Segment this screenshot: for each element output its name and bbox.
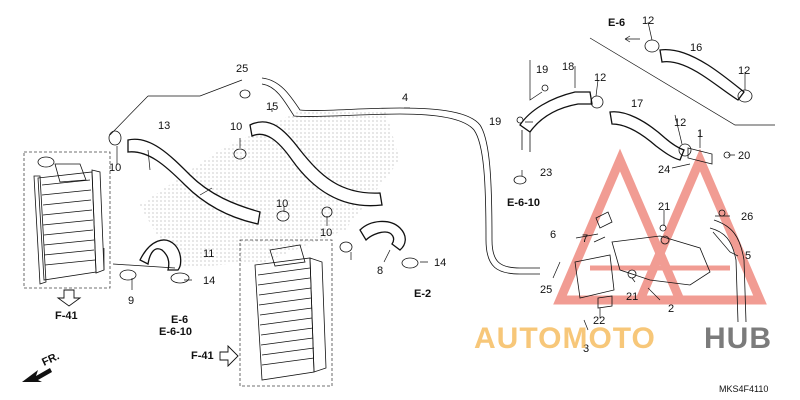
frame-stipple: [140, 110, 400, 268]
part-label: 26: [741, 211, 753, 223]
part-labels: 1 2 3 4 5 6 7 8 9 10 10 10 10 11 12 12 1…: [109, 15, 753, 355]
part-label: 10: [230, 121, 242, 133]
clamps: [108, 39, 753, 284]
part-label: 16: [690, 42, 702, 54]
part-label: 18: [562, 61, 574, 73]
diagram-code: MKS4F4110: [719, 384, 768, 394]
part-label: 21: [658, 201, 670, 213]
ref-label: E-6: [608, 17, 625, 29]
part-label: 7: [582, 233, 588, 245]
part-label: 17: [631, 98, 643, 110]
part-label: 25: [540, 284, 552, 296]
leader-lines: [103, 21, 746, 331]
down-arrow-icon: [56, 289, 82, 307]
valve-assembly: [574, 147, 713, 309]
part-label: 3: [583, 343, 589, 355]
ref-label: E-6: [171, 314, 188, 326]
ref-label: E-6-10: [159, 326, 192, 338]
ref-label: E-2: [414, 288, 431, 300]
part-label: 13: [158, 120, 170, 132]
part-label: 19: [489, 116, 501, 128]
part-label: 19: [536, 64, 548, 76]
part-label: 8: [377, 265, 383, 277]
part-label: 12: [738, 65, 750, 77]
part-label: 20: [738, 150, 750, 162]
part-label: 10: [276, 198, 288, 210]
part-label: 9: [128, 295, 134, 307]
part-label: 14: [203, 275, 215, 287]
watermark-text-part1: AUTOMOTO: [474, 322, 656, 355]
right-radiator: [239, 239, 333, 387]
ref-label: FR.: [40, 350, 61, 368]
e6-arrow-icon: [624, 35, 640, 43]
part-label: 12: [674, 117, 686, 129]
ref-arrows: [22, 35, 640, 382]
part-label: 22: [593, 315, 605, 327]
part-label: 1: [697, 128, 703, 140]
watermark-text-part2: HUB: [704, 322, 772, 355]
part-label: 23: [540, 167, 552, 179]
hoses: [127, 49, 747, 323]
part-label: 25: [236, 63, 248, 75]
part-label: 2: [668, 303, 674, 315]
part-label: 12: [594, 72, 606, 84]
part-label: 10: [109, 162, 121, 174]
part-label: 11: [203, 248, 214, 260]
part-label: 5: [745, 250, 751, 262]
part-label: 6: [550, 229, 556, 241]
ref-label: F-41: [55, 310, 78, 322]
left-arrow-icon: [219, 344, 239, 368]
ref-label: F-41: [191, 350, 214, 362]
section-bracket: [589, 37, 775, 126]
part-label: 21: [626, 291, 638, 303]
part-label: 10: [320, 227, 332, 239]
part-label: 4: [402, 92, 408, 104]
left-radiator: [23, 151, 111, 289]
watermark: AUTOMOTO HUB: [474, 322, 772, 355]
front-arrow-icon: [22, 368, 52, 382]
watermark-logo-icon: [553, 148, 767, 305]
part-label: 14: [434, 257, 446, 269]
part-label: 15: [266, 101, 278, 113]
ref-labels: E-6 E-6-10 E-6 E-6-10 E-2 F-41 F-41 FR. …: [40, 17, 768, 394]
part-label: 12: [642, 15, 654, 27]
part-label: 24: [658, 164, 670, 176]
ref-label: E-6-10: [507, 197, 540, 209]
